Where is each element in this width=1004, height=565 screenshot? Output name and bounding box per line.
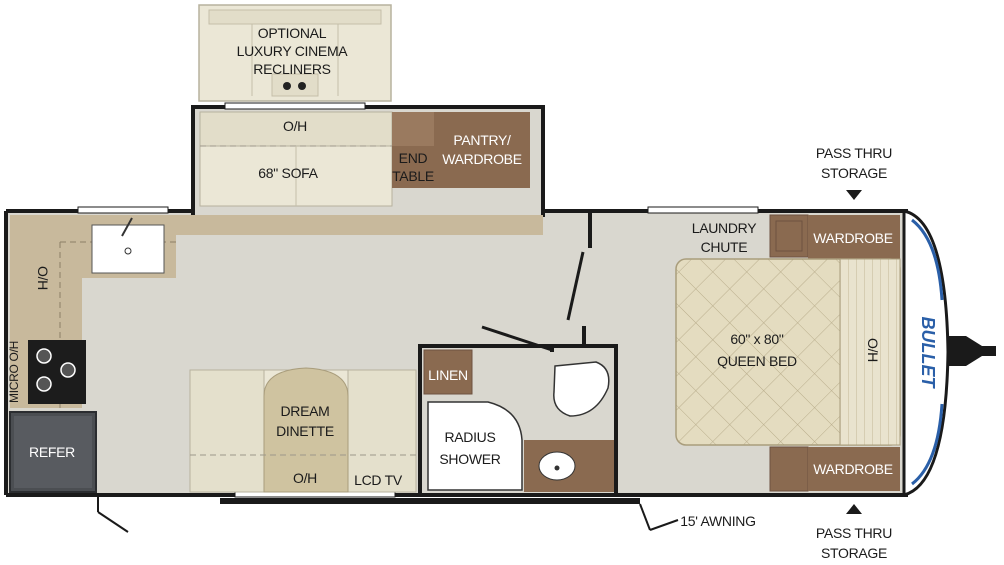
cupholder-icon [298,82,306,90]
wardrobe-bottom-label: WARDROBE [813,461,893,477]
kitchen-overhead-label: O/H [35,266,51,290]
faucet-icon [121,217,133,237]
kitchen: O/H MICRO O/H REFER [7,215,543,493]
pantry-wardrobe [434,112,530,188]
pass-thru-bottom: PASS THRU STORAGE [816,504,893,561]
dinette-overhead-label: O/H [293,470,317,486]
lcd-tv-label: LCD TV [354,472,403,488]
kitchen-sink [91,224,165,274]
wardrobe-bottom [808,447,900,491]
wardrobe-top [808,215,900,259]
bed-label-1: 60" x 80" [730,331,783,347]
stove [28,340,86,404]
entry-door [97,511,129,533]
cupholder-icon [283,82,291,90]
refer-label: REFER [29,444,75,460]
bed-label-2: QUEEN BED [717,353,797,369]
shower-label-2: SHOWER [439,451,500,467]
bedroom-door [566,251,585,321]
dream-dinette: DREAM DINETTE O/H LCD TV [189,367,417,493]
pantry-label-2: WARDROBE [442,151,522,167]
toilet [553,361,610,417]
end-table-label-1: END [399,150,428,166]
burner-icon [36,348,52,364]
wardrobe-top-label: WARDROBE [813,230,893,246]
recliners-label-3: RECLINERS [253,61,330,77]
bath-door [481,325,553,352]
recliners-label-2: LUXURY CINEMA [237,43,349,59]
dinette-label-1: DREAM [280,403,329,419]
awning [220,498,640,504]
awning-label: 15' AWNING [680,513,755,529]
arrow-up-icon [846,504,862,514]
laundry-label-1: LAUNDRY [692,220,758,236]
pass-thru-top: PASS THRU STORAGE [816,145,893,200]
pass-thru-top-label-2: STORAGE [821,165,887,181]
entry: 15' AWNING [97,495,756,533]
bathroom: LINEN RADIUS SHOWER [418,325,618,495]
pass-thru-bottom-label-1: PASS THRU [816,525,892,541]
shower-label-1: RADIUS [444,429,495,445]
burner-icon [36,376,52,392]
optional-recliners: OPTIONAL LUXURY CINEMA RECLINERS [198,4,392,102]
front-cap: BULLET [902,209,996,497]
dinette-label-2: DINETTE [276,423,334,439]
drain-icon [554,465,560,471]
pass-thru-top-label-1: PASS THRU [816,145,892,161]
laundry-label-2: CHUTE [701,239,748,255]
drain-icon [124,247,132,255]
sofa-overhead-label: O/H [283,118,307,134]
end-table-label-2: TABLE [392,168,434,184]
brand-logo: BULLET [918,317,938,390]
sofa-area: O/H 68" SOFA END TABLE PANTRY/ WARDROBE [199,111,530,207]
pantry-label-1: PANTRY/ [453,132,511,148]
radius-shower [427,401,523,491]
arrow-down-icon [846,190,862,200]
micro-label: MICRO O/H [7,341,21,403]
bedroom: LAUNDRY CHUTE WARDROBE 60" x 80" QUEEN B… [566,211,901,492]
hitch-icon [948,336,996,366]
recliners-label-1: OPTIONAL [258,25,327,41]
sofa-label: 68" SOFA [258,165,318,181]
bed-overhead-label: O/H [865,338,881,362]
linen-label: LINEN [428,367,468,383]
pass-thru-bottom-label-2: STORAGE [821,545,887,561]
burner-icon [60,362,76,378]
